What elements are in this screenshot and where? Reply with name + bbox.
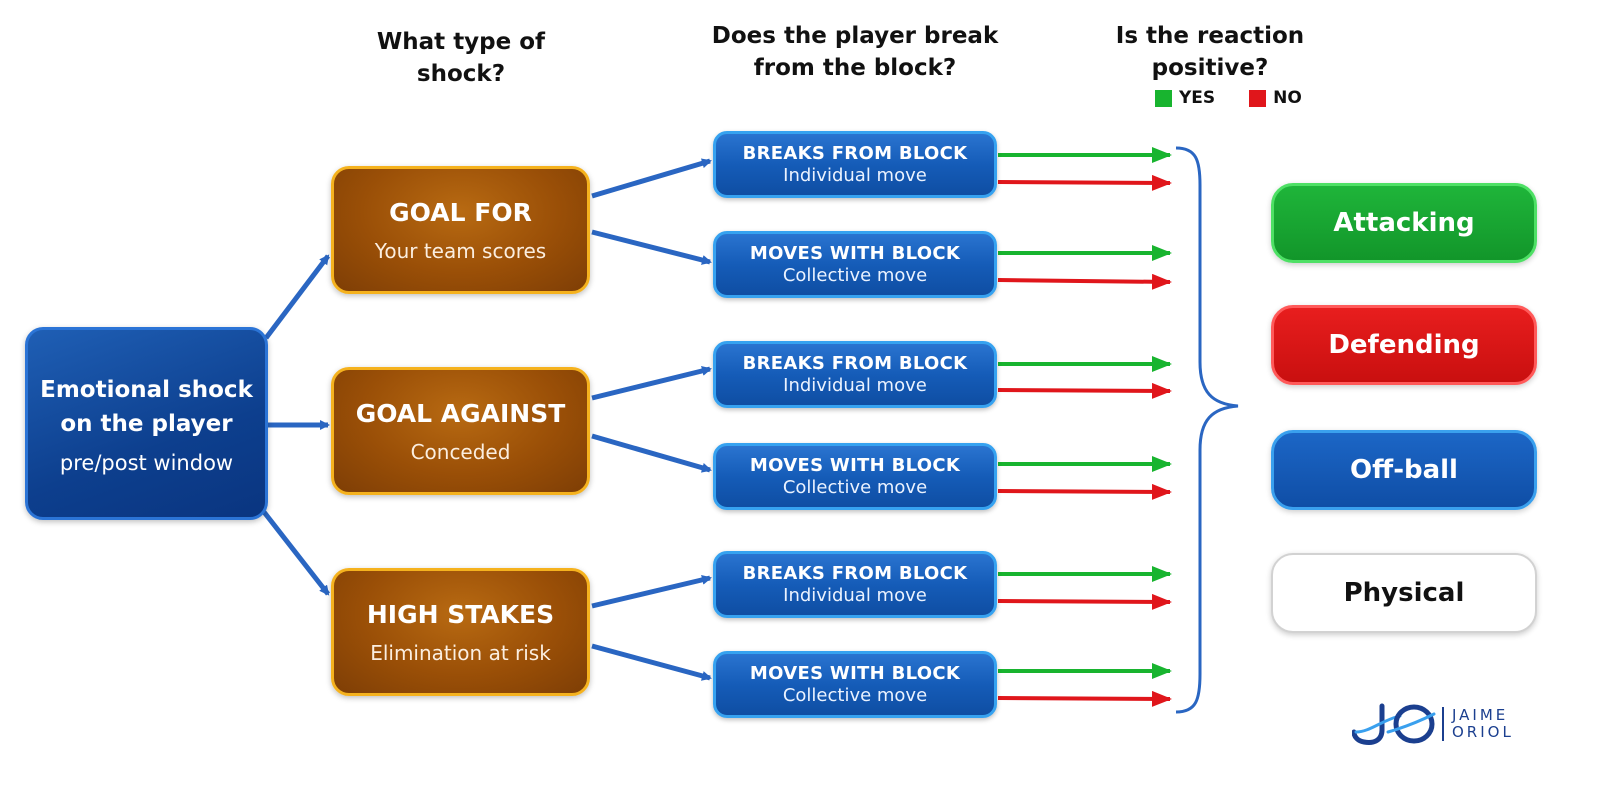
move-node-2: MOVES WITH BLOCK Collective move [713,231,997,298]
no-arrow-5 [997,593,1172,610]
header-break-line2: from the block? [753,55,957,81]
header-shock-type-text: What type of shock? [376,29,546,87]
category-label: Defending [1328,330,1480,360]
move-subtitle: Individual move [783,164,927,186]
header-break-line1: Does the player break [711,23,999,49]
category-defending: Defending [1271,305,1537,385]
arrow-high-stakes-to-moves [591,643,712,681]
origin-node: Emotional shock on the player pre/post w… [25,327,268,520]
move-node-1: BREAKS FROM BLOCK Individual move [713,131,997,198]
brand-words: JAIME ORIOL [1452,707,1514,741]
move-title: MOVES WITH BLOCK [749,662,961,684]
legend-label-no: NO [1273,88,1302,108]
move-title: BREAKS FROM BLOCK [742,352,968,374]
no-arrow-3 [997,382,1172,399]
jo-monogram-icon [1352,703,1436,745]
shock-title: HIGH STAKES [366,600,555,629]
move-title: BREAKS FROM BLOCK [742,562,968,584]
brand-line1: JAIME [1452,706,1509,724]
arrow-goal-against-to-moves [591,433,712,473]
category-label: Attacking [1333,208,1475,238]
move-node-6: MOVES WITH BLOCK Collective move [713,651,997,718]
move-subtitle: Individual move [783,374,927,396]
no-arrow-6 [997,690,1172,707]
legend-swatch-no [1249,89,1267,107]
origin-title-line1: Emotional shock [40,376,253,403]
brand-separator [1442,707,1444,741]
category-physical: Physical [1271,553,1537,633]
arrow-origin-to-goal-for [264,254,330,340]
shock-title: GOAL AGAINST [355,399,566,428]
shock-node-goal-for: GOAL FOR Your team scores [331,166,590,294]
move-title: MOVES WITH BLOCK [749,242,961,264]
header-reaction-positive: Is the reaction positive? [1105,20,1315,84]
header-shock-type: What type of shock? [330,26,592,90]
header-reaction-line2: positive? [1151,55,1269,81]
shock-title: GOAL FOR [389,198,532,227]
move-title: MOVES WITH BLOCK [749,454,961,476]
shock-node-high-stakes: HIGH STAKES Elimination at risk [331,568,590,696]
origin-title-line2: on the player [60,410,233,437]
shock-subtitle: Conceded [410,440,511,464]
origin-subtitle: pre/post window [59,450,234,475]
move-node-4: MOVES WITH BLOCK Collective move [713,443,997,510]
legend-label-yes: YES [1179,88,1216,108]
header-reaction-line1: Is the reaction [1115,23,1305,49]
brand-logo: JAIME ORIOL [1352,702,1514,746]
category-label: Physical [1343,578,1465,608]
move-subtitle: Collective move [782,264,928,286]
move-title: BREAKS FROM BLOCK [742,142,968,164]
arrow-goal-for-to-moves [591,229,712,265]
move-node-3: BREAKS FROM BLOCK Individual move [713,341,997,408]
category-off-ball: Off-ball [1271,430,1537,510]
no-arrow-2 [997,273,1172,290]
move-node-5: BREAKS FROM BLOCK Individual move [713,551,997,618]
no-arrow-4 [997,483,1172,500]
move-subtitle: Collective move [782,684,928,706]
move-subtitle: Individual move [783,584,927,606]
legend-item-yes: YES [1155,88,1215,108]
legend-swatch-yes [1155,89,1172,107]
move-subtitle: Collective move [782,476,928,498]
no-arrow-1 [997,174,1172,191]
shock-subtitle: Elimination at risk [370,641,551,665]
shock-subtitle: Your team scores [374,239,547,263]
arrow-goal-against-to-breaks [591,366,712,401]
brand-line2: ORIOL [1452,723,1514,741]
legend-item-no: NO [1249,88,1302,108]
header-break-from-block: Does the player break from the block? [705,20,1005,84]
category-attacking: Attacking [1271,183,1537,263]
grouping-brace [1175,146,1239,714]
category-label: Off-ball [1350,455,1458,485]
shock-node-goal-against: GOAL AGAINST Conceded [331,367,590,495]
arrow-goal-for-to-breaks [591,158,712,199]
arrow-high-stakes-to-breaks [591,574,712,609]
legend: YES NO [1155,88,1326,108]
arrow-origin-to-high-stakes [262,510,330,596]
